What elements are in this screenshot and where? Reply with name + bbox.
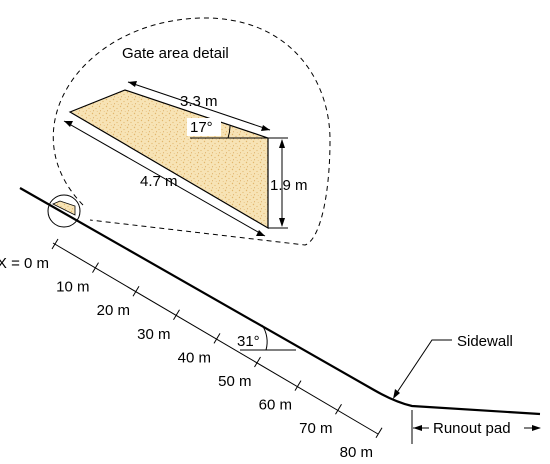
axis-label-2: 20 m <box>97 302 130 319</box>
angle-17-label-bg <box>187 118 221 136</box>
angle-31-label: 31° <box>237 333 260 350</box>
slope-line <box>19 187 541 416</box>
axis-tick-2 <box>132 285 140 297</box>
runout-arrow-left <box>413 425 422 431</box>
sidewall-leader-line <box>395 339 452 395</box>
arrow-4-7-start <box>64 121 73 127</box>
runout-arrow-right <box>532 425 541 431</box>
sidewall-label: Sidewall <box>457 333 513 350</box>
axis-label-5: 50 m <box>218 373 251 390</box>
angle-17-label: 17° <box>190 119 213 136</box>
axis-tick-3 <box>173 309 180 321</box>
axis-tick-4 <box>213 333 221 344</box>
long-edge-label: 4.7 m <box>140 173 178 190</box>
arrow-1-9-bottom <box>279 218 285 227</box>
axis-label-1: 10 m <box>56 279 89 296</box>
axis-label-7: 70 m <box>299 420 332 437</box>
top-edge-label: 3.3 m <box>180 93 218 110</box>
axis-tick-8 <box>375 427 383 439</box>
axis-label-3: 30 m <box>137 326 170 343</box>
height-label: 1.9 m <box>270 177 308 194</box>
axis-label-8: 80 m <box>340 444 373 461</box>
arrow-3-3-end <box>261 125 270 131</box>
sidewall-leader-arrow <box>393 389 400 399</box>
dimension-line-4-7 <box>63 120 266 237</box>
axis-label-4: 40 m <box>178 349 211 366</box>
gate-location-circle <box>47 194 81 228</box>
runout-label: Runout pad <box>433 420 511 437</box>
angle-31-arc <box>261 324 268 351</box>
distance-axis-line <box>52 242 379 435</box>
runout-label-bg <box>429 418 524 438</box>
angle-17-arc <box>227 125 231 139</box>
dimension-line-3-3 <box>127 81 271 131</box>
gate-area-small <box>52 200 76 216</box>
arrow-1-9-top <box>279 139 285 148</box>
distance-axis-ticks <box>51 238 383 439</box>
distance-axis-labels: X = 0 m 10 m 20 m 30 m 40 m 50 m 60 m 70 m 80 m <box>0 255 373 461</box>
axis-tick-5 <box>254 356 261 368</box>
gate-area-shape <box>68 89 269 230</box>
axis-label-0: X = 0 m <box>0 255 49 272</box>
arrow-4-7-end <box>256 230 265 236</box>
axis-tick-7 <box>335 403 342 415</box>
arrow-3-3-start <box>128 81 137 87</box>
detail-callout-outline <box>52 17 331 246</box>
axis-tick-6 <box>294 380 302 391</box>
detail-title: Gate area detail <box>122 45 229 62</box>
axis-tick-0 <box>51 238 59 250</box>
axis-label-6: 60 m <box>259 397 292 414</box>
axis-tick-1 <box>92 262 99 273</box>
